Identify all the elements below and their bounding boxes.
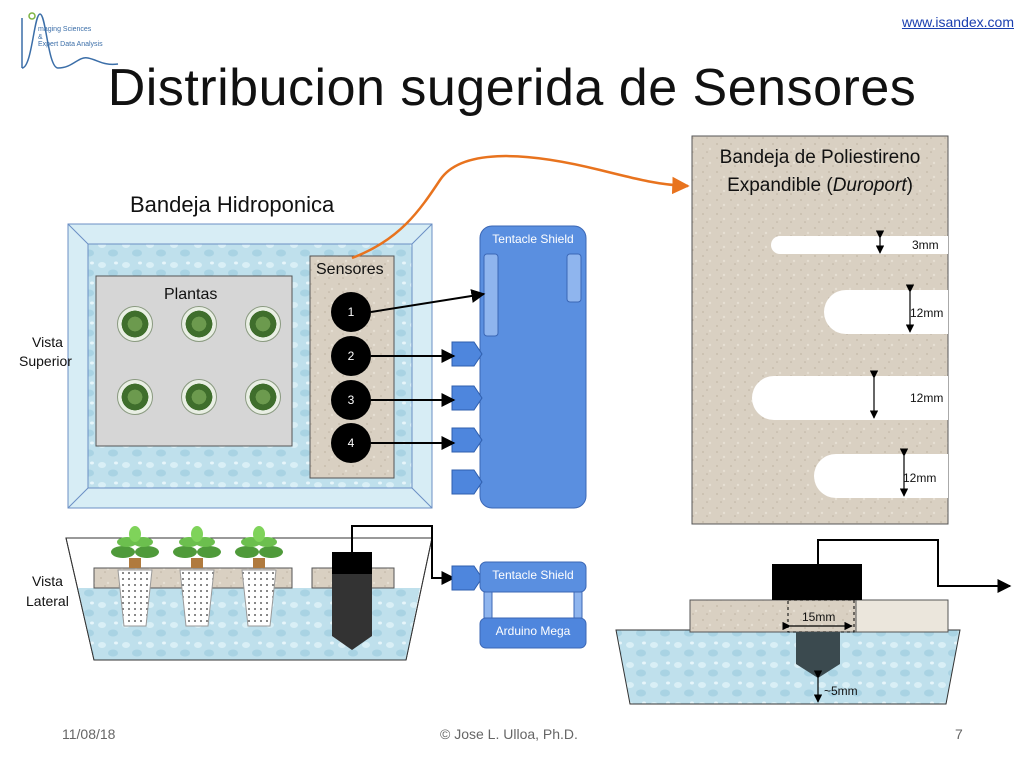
arduino-label: Arduino Mega [495, 624, 571, 638]
plant-icon [181, 306, 217, 342]
sensor-4: 4 [331, 423, 371, 463]
hydroponic-tray-lateral [65, 525, 456, 661]
depth-label: ~5mm [824, 684, 858, 698]
sensor-arrows [370, 289, 486, 450]
slot-label-1: 3mm [912, 238, 939, 252]
top-view-label-2: Superior [19, 353, 72, 369]
slot-label-2: 12mm [910, 306, 944, 320]
width-label: 15mm [802, 610, 836, 624]
foam-callout-arrow [351, 154, 690, 260]
slot-label-3: 12mm [910, 391, 944, 405]
lateral-boards [451, 561, 587, 649]
page-title: Distribucion sugerida de Sensores [107, 59, 917, 117]
shield-label: Tentacle Shield [492, 232, 574, 246]
logo-text-1: maging Sciences [38, 26, 92, 33]
footer-page: 7 [955, 726, 963, 742]
lateral-view-label-2: Lateral [26, 593, 69, 609]
foam-title-line-1: Bandeja de Poliestireno [719, 147, 921, 168]
foam-title-line-2: Expandible (Duroport) [692, 172, 948, 200]
plant-icon [245, 379, 281, 415]
tentacle-shield-top [451, 225, 587, 509]
logo-wave-icon [21, 12, 119, 69]
plant-icon [181, 379, 217, 415]
logo: maging Sciences & Expert Data Analysis [18, 10, 128, 72]
foam-title: Bandeja de Poliestireno Expandible (Duro… [692, 144, 948, 200]
sensors-label: Sensores [316, 261, 384, 278]
plant-icon [117, 306, 153, 342]
foam-title-suffix: ) [906, 175, 913, 196]
lateral-view-label-1: Vista [32, 573, 63, 589]
plant-icon [117, 379, 153, 415]
lateral-shield-label: Tentacle Shield [492, 568, 574, 582]
logo-text-2: & [38, 34, 43, 41]
lateral-plants [111, 526, 283, 568]
plant-icon [245, 306, 281, 342]
plants-label: Plantas [164, 286, 218, 303]
footer-date: 11/08/18 [62, 726, 116, 742]
foam-title-italic: Duroport [832, 175, 907, 196]
foam-board [691, 135, 949, 525]
slot-label-4: 12mm [903, 471, 937, 485]
website-link[interactable]: www.isandex.com [901, 14, 1014, 30]
logo-text-3: Expert Data Analysis [38, 41, 103, 48]
sensor-3: 3 [331, 380, 371, 420]
foam-title-prefix: Expandible ( [727, 175, 833, 196]
footer-author: © Jose L. Ulloa, Ph.D. [440, 726, 578, 742]
sensor-detail-view [615, 539, 1012, 705]
tray-title: Bandeja Hidroponica [130, 192, 335, 217]
top-view-label-1: Vista [32, 334, 63, 350]
sensor-1: 1 [331, 292, 371, 332]
sensor-2: 2 [331, 336, 371, 376]
